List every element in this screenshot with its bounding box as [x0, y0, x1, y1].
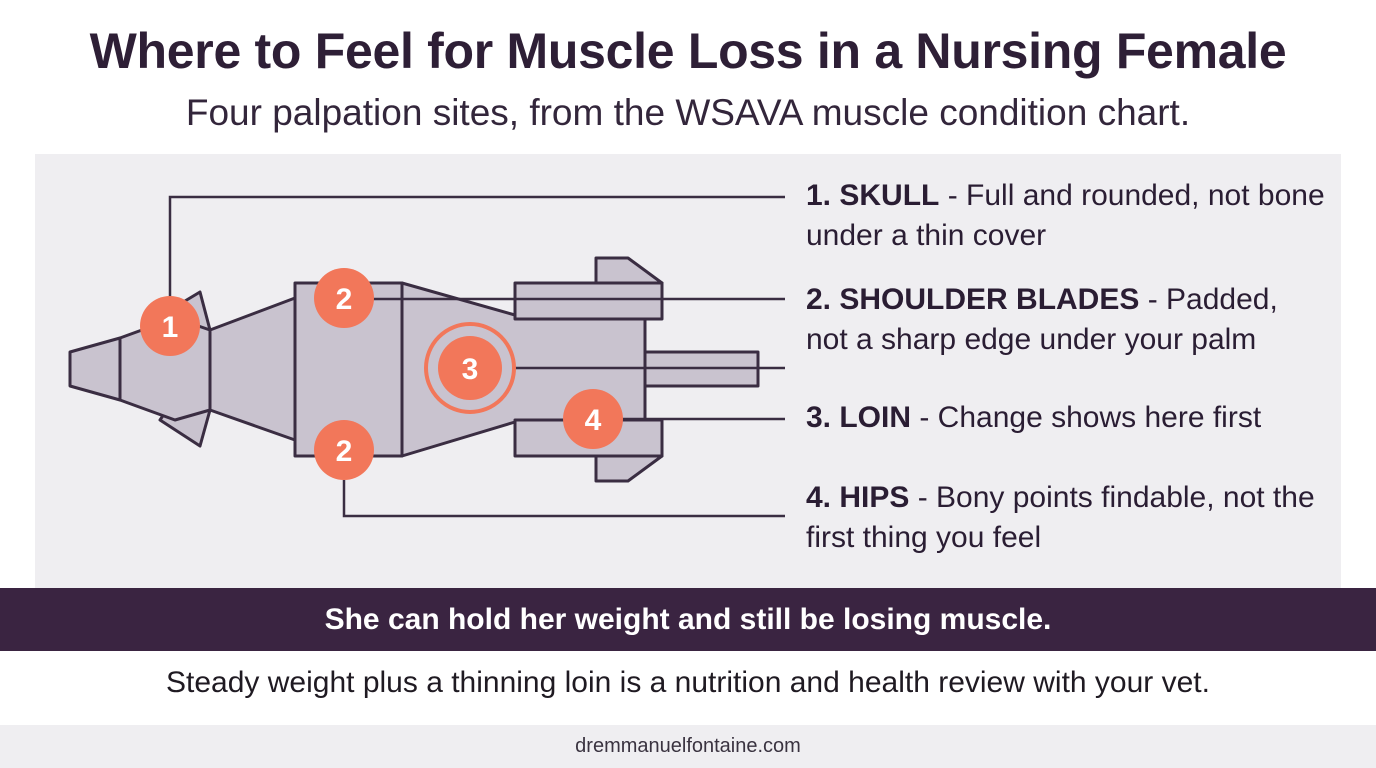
- svg-text:2: 2: [336, 435, 353, 468]
- label-loin-name: 3. LOIN: [806, 401, 912, 434]
- hind-leg-top-shape: [513, 281, 664, 321]
- label-shoulder-desc: - Padded, not a sharp edge under your pa…: [806, 283, 1278, 356]
- svg-text:4: 4: [585, 404, 602, 437]
- label-skull-desc: - Full and rounded, not bone under a thi…: [806, 179, 1325, 252]
- badge-loin: 3: [438, 336, 502, 400]
- label-hips-desc: - Bony points findable, not the first th…: [806, 481, 1315, 554]
- label-hips: 4. HIPS - Bony points findable, not the …: [806, 478, 1326, 558]
- svg-text:1: 1: [162, 311, 179, 344]
- label-skull-name: 1. SKULL: [806, 179, 940, 212]
- neck-shape: [208, 296, 297, 442]
- label-hips-name: 4. HIPS: [806, 481, 910, 514]
- warning-banner-text: She can hold her weight and still be los…: [324, 602, 1052, 636]
- badge-shoulder-top: 2: [314, 268, 374, 328]
- nose-shape: [68, 336, 122, 402]
- svg-text:3: 3: [462, 353, 479, 386]
- label-loin: 3. LOIN - Change shows here first: [806, 398, 1326, 438]
- label-shoulder-blades: 2. SHOULDER BLADES - Padded, not a sharp…: [806, 280, 1326, 360]
- label-shoulder-name: 2. SHOULDER BLADES: [806, 283, 1140, 316]
- leader-line-shoulder-lower: [342, 480, 785, 518]
- page-title: Where to Feel for Muscle Loss in a Nursi…: [89, 23, 1287, 79]
- label-loin-desc: - Change shows here first: [911, 401, 1262, 434]
- badge-hips: 4: [563, 389, 623, 449]
- vet-note: Steady weight plus a thinning loin is a …: [166, 666, 1210, 699]
- loin-highlight-ring: [424, 322, 516, 414]
- svg-text:2: 2: [336, 283, 353, 316]
- badge-shoulder-bottom: 2: [314, 420, 374, 480]
- footer-url[interactable]: dremmanuelfontaine.com: [575, 735, 801, 757]
- footer: dremmanuelfontaine.com: [0, 725, 1376, 768]
- leader-line-skull: [168, 195, 785, 315]
- paw-bottom-shape: [594, 454, 664, 483]
- label-skull: 1. SKULL - Full and rounded, not bone un…: [806, 176, 1326, 256]
- badge-skull: 1: [140, 296, 200, 356]
- page-subtitle: Four palpation sites, from the WSAVA mus…: [185, 92, 1191, 133]
- warning-banner: She can hold her weight and still be los…: [0, 588, 1376, 651]
- paw-top-shape: [594, 256, 664, 285]
